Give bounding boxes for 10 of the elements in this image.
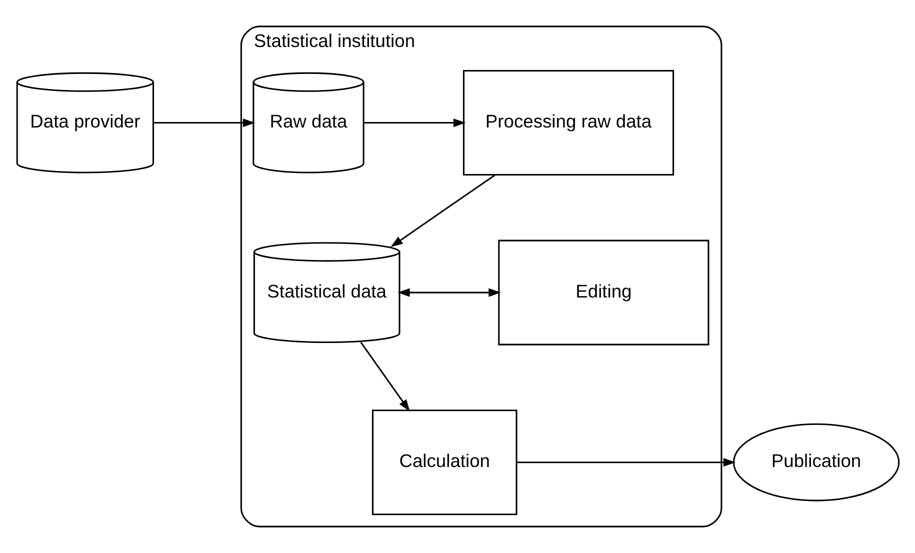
- arrow: [390, 174, 495, 248]
- arrow: [153, 118, 255, 128]
- node-box: Editing: [498, 240, 709, 346]
- arrow: [360, 342, 410, 412]
- arrow: [516, 458, 736, 467]
- node-box: Processing raw data: [462, 70, 674, 176]
- node-box: Calculation: [371, 410, 517, 516]
- arrow: [397, 288, 500, 297]
- arrow: [363, 118, 466, 128]
- node-ellipse: Publication: [732, 423, 900, 502]
